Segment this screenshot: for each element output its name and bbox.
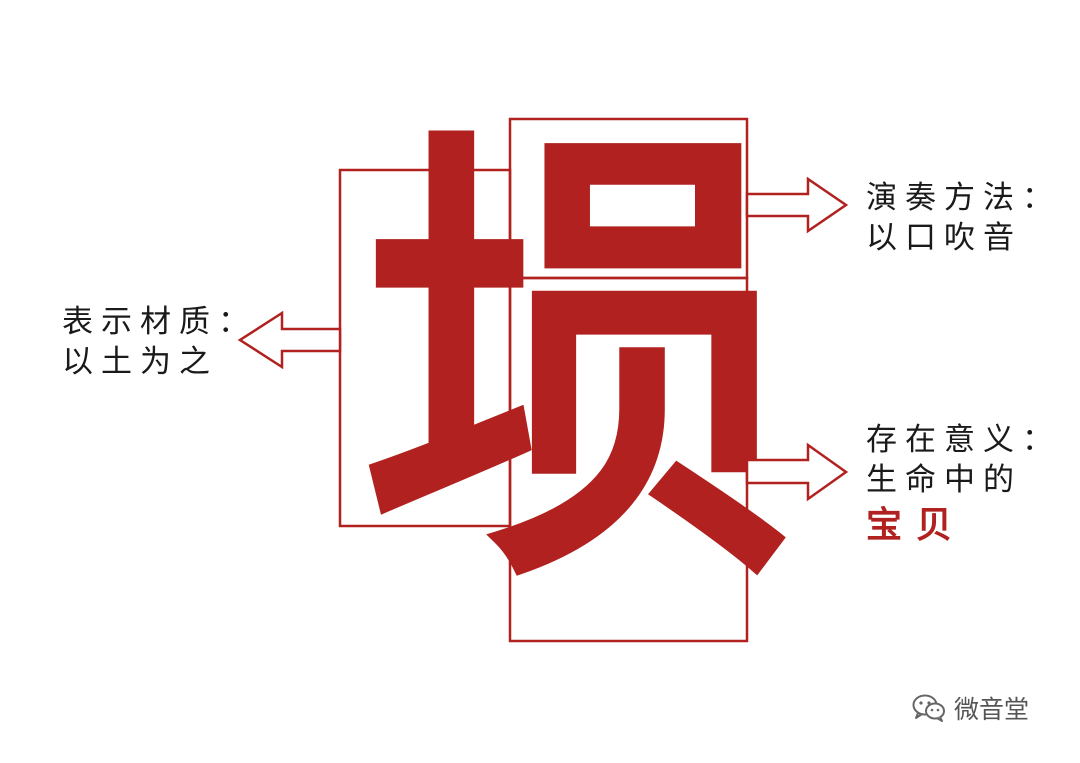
meaning-label-line1: 存在意义： [866,422,1061,458]
meaning-label: 存在意义： 生命中的 宝贝 [866,420,1061,550]
material-label-line2: 以土为之 [62,344,218,380]
method-label: 演奏方法： 以口吹音 [866,178,1061,258]
wechat-icon [912,694,945,722]
material-label-line1: 表示材质： [62,304,257,340]
xun-character: 埙 [361,86,794,638]
meaning-arrow [745,442,849,502]
material-arrow [237,310,342,370]
method-arrow [745,176,849,234]
material-label: 表示材质： 以土为之 [62,302,257,382]
bottom-component-box [508,276,749,643]
meaning-label-line2: 生命中的 [866,462,1022,498]
watermark: 微音堂 [912,690,1029,726]
method-label-line1: 演奏方法： [866,180,1061,216]
meaning-label-accent: 宝贝 [866,504,967,546]
watermark-text: 微音堂 [954,695,1030,724]
method-label-line2: 以口吹音 [866,220,1022,256]
radical-box [338,168,512,528]
top-component-box [508,117,749,280]
